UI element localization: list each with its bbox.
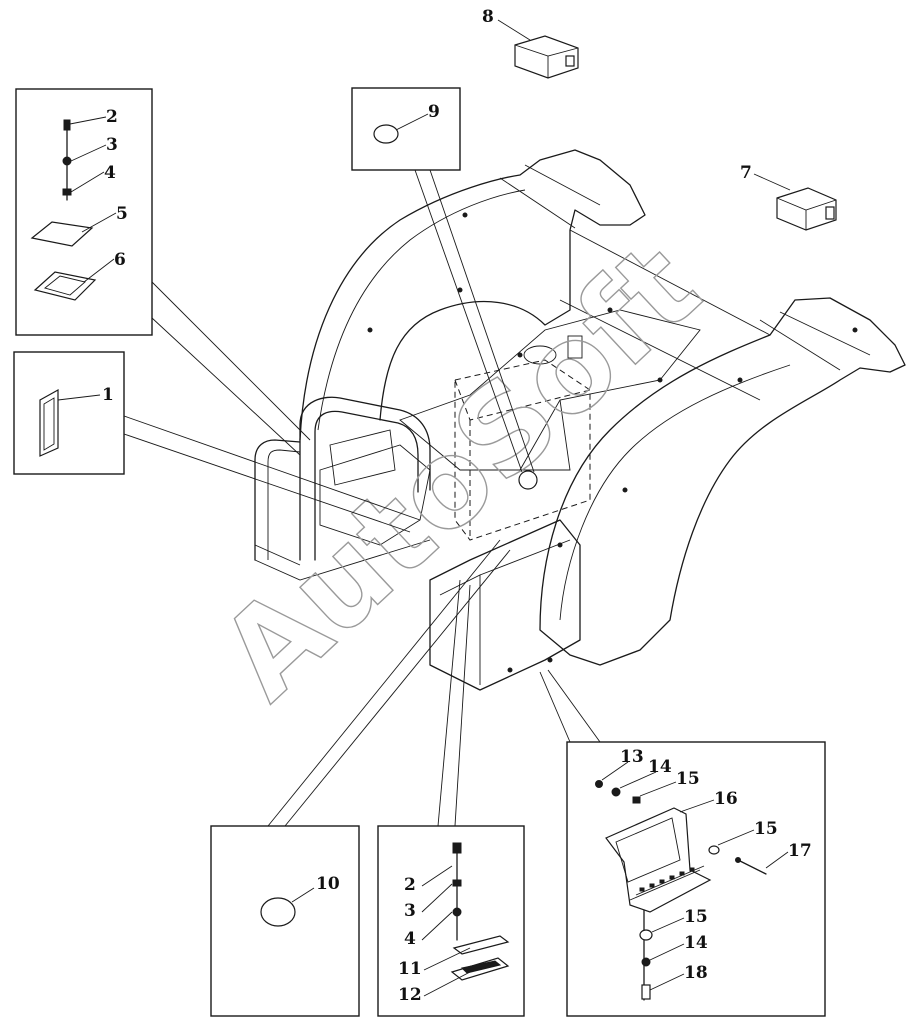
callout-1: 1: [102, 385, 114, 405]
callout-15-top: 15: [676, 769, 700, 789]
fender-assembly: [254, 149, 906, 691]
bolt-part2: [63, 119, 71, 131]
callout-10: 10: [316, 874, 340, 894]
washer-part3: [62, 156, 72, 166]
callout-13: 13: [620, 747, 644, 767]
callout-16: 16: [714, 789, 738, 809]
detail-box-hatch: [15, 88, 153, 336]
screw-part13: [595, 780, 603, 788]
part8: [497, 19, 579, 79]
callout-8: 8: [482, 7, 494, 27]
floor-panel: [399, 309, 701, 471]
callout-11: 11: [398, 959, 422, 979]
callout-15-low: 15: [684, 907, 708, 927]
handrail: [299, 396, 431, 561]
cap-mount: [518, 470, 538, 490]
toolbox: [454, 359, 591, 541]
callout-15-mid: 15: [754, 819, 778, 839]
detail-box-part11-12: [377, 825, 525, 1017]
callout-4-top: 4: [104, 163, 116, 183]
bolt-part18: [641, 984, 651, 1000]
step-parts: [595, 761, 789, 1001]
callout-18: 18: [684, 963, 708, 983]
latch-part1: [39, 388, 59, 457]
nut-part4: [62, 188, 72, 196]
lower-box: [429, 519, 581, 691]
bottom-bolt-stack: [421, 842, 510, 997]
detail-box-part9: [351, 87, 461, 171]
detail-box-step: [566, 741, 826, 1017]
gasket-part5: [30, 221, 94, 247]
callout-7: 7: [740, 163, 752, 183]
detail-box-part1: [13, 351, 125, 475]
callout-2-top: 2: [106, 107, 118, 127]
plug-part9: [373, 124, 399, 144]
callout-12: 12: [398, 985, 422, 1005]
callout-14-top: 14: [648, 757, 672, 777]
callout-4-lower: 4: [404, 929, 416, 949]
callout-17: 17: [788, 841, 812, 861]
callout-6: 6: [114, 250, 126, 270]
part7: [753, 173, 837, 231]
callout-2-lower: 2: [404, 875, 416, 895]
bolt-part2-lower: [452, 842, 462, 854]
left-fender: [299, 149, 646, 441]
plug-part10: [260, 897, 296, 927]
cover-part6: [33, 271, 97, 301]
callout-3-top: 3: [106, 135, 118, 155]
hatch-parts: [30, 116, 117, 301]
right-fender: [539, 297, 906, 666]
leader-lines: [123, 169, 601, 827]
part1: [39, 388, 101, 457]
watermark: AutoSoft: [195, 218, 726, 727]
callout-5: 5: [116, 204, 128, 224]
callout-9: 9: [428, 102, 440, 122]
callout-14-low: 14: [684, 933, 708, 953]
callout-3-lower: 3: [404, 901, 416, 921]
